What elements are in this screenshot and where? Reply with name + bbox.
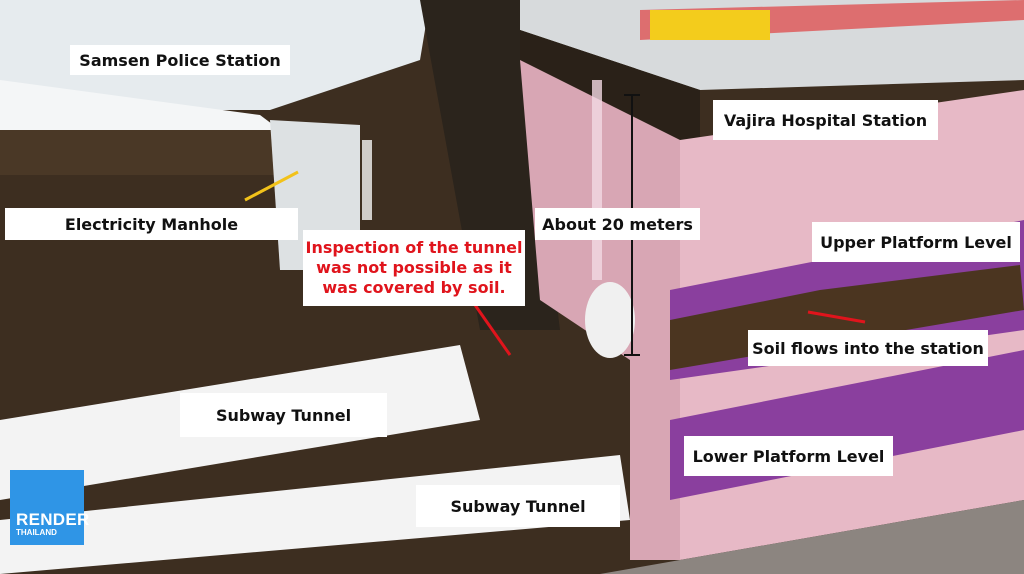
crane-truck [650,10,770,40]
label-depth: About 20 meters [535,208,700,240]
label-samsen-police-station: Samsen Police Station [70,45,290,75]
water-flow-left [362,140,372,220]
station-roof-soil [520,30,700,150]
subway-tunnel-lower-shape [0,455,630,574]
yellow-arrow [244,170,299,202]
logo-line-2: THAILAND [16,528,57,537]
render-thailand-logo: RENDER THAILAND [10,470,90,545]
warning-line-3: was covered by soil. [322,278,506,297]
warning-line-1: Inspection of the tunnel [305,238,523,257]
label-inspection-warning: Inspection of the tunnel was not possibl… [303,230,525,306]
exposed-tunnel-end [585,282,635,358]
label-electricity-manhole: Electricity Manhole [5,208,298,240]
ground-layer [0,130,290,175]
label-subway-tunnel-lower: Subway Tunnel [416,485,620,527]
label-lower-platform: Lower Platform Level [684,436,893,476]
gravel-base [600,500,1024,574]
label-subway-tunnel-upper: Subway Tunnel [180,393,387,437]
road-slab [0,80,280,130]
red-arrow-tunnel [473,304,512,356]
logo-line-1: RENDER [16,510,90,529]
red-arrow-soil [807,310,866,324]
water-flow-right [592,80,602,280]
label-soil-flows: Soil flows into the station [748,330,988,366]
warning-line-2: was not possible as it [316,258,512,277]
label-vajira-hospital-station: Vajira Hospital Station [713,100,938,140]
label-upper-platform: Upper Platform Level [812,222,1020,262]
